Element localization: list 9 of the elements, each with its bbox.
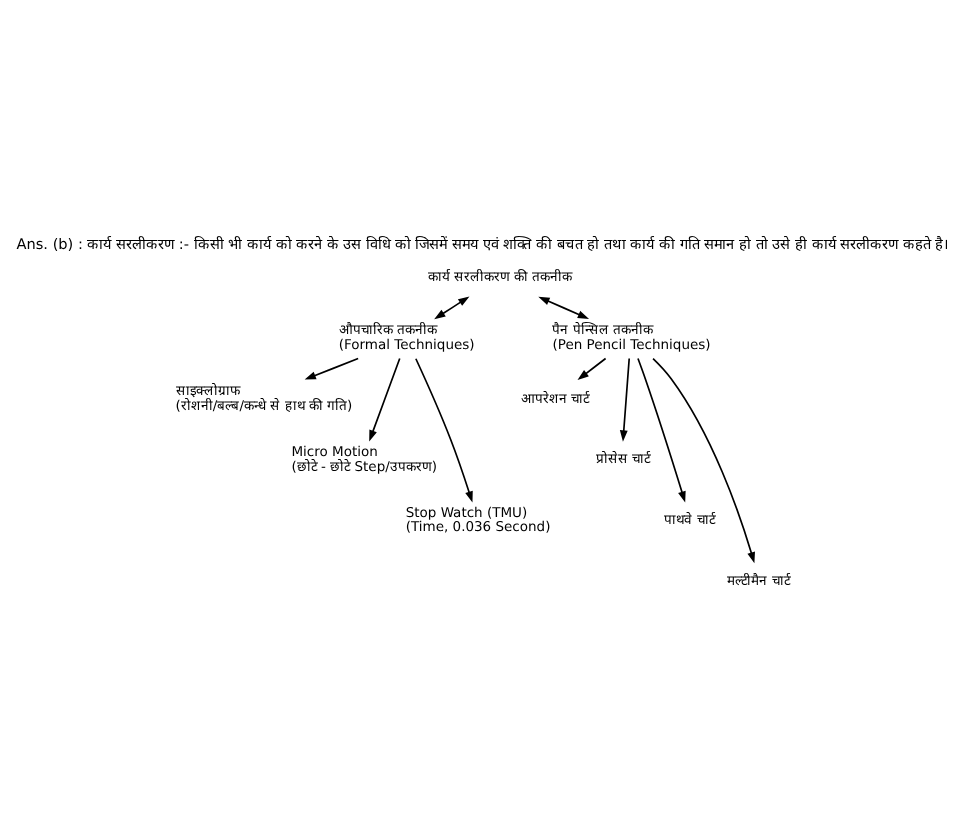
arrow bbox=[304, 357, 359, 380]
arrow bbox=[619, 357, 631, 442]
arrow bbox=[538, 296, 590, 319]
arrow bbox=[415, 357, 473, 503]
arrow bbox=[369, 357, 401, 442]
arrow bbox=[434, 296, 470, 320]
arrow bbox=[577, 357, 607, 381]
arrow bbox=[652, 357, 755, 564]
arrow bbox=[637, 357, 686, 503]
